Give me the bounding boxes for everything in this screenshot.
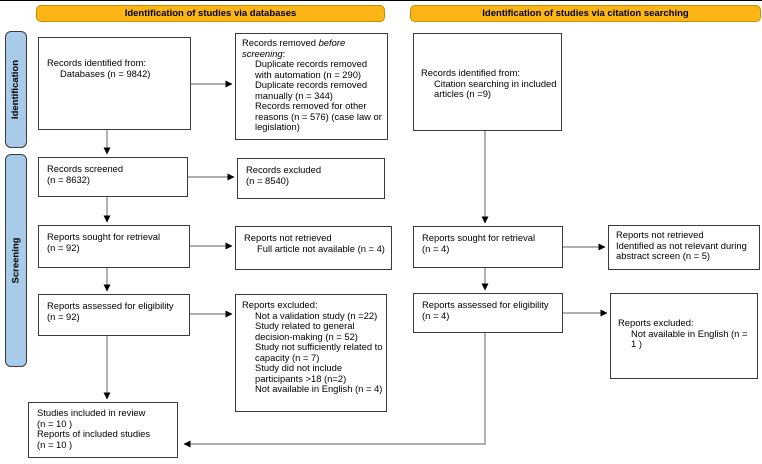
box-line: Reports sought for retrieval [47, 231, 161, 242]
phase-screening-label: Screening [10, 237, 22, 284]
box-studies-included: Studies included in review (n = 10 ) Rep… [28, 402, 178, 458]
box-line: Not available in English (n = 1 ) [631, 327, 748, 350]
box-line: Reports of included studies [37, 428, 151, 440]
box-line: (n = 4) [422, 309, 450, 321]
box-reports-assessed-databases: Reports assessed for eligibility (n = 92… [38, 294, 190, 336]
box-line: Records excluded [246, 164, 322, 175]
box-records-excluded: Records excluded (n = 8540) [237, 158, 385, 199]
box-records-screened: Records screened (n = 8632) [38, 157, 188, 197]
box-line: Identified as not relevant during abstra… [616, 239, 747, 262]
phase-identification-label: Identification [10, 59, 22, 120]
phase-identification: Identification [5, 31, 27, 148]
box-line: Reports excluded: [242, 299, 318, 310]
box-line: (n = 4) [422, 242, 450, 254]
box-line: Records identified from: [421, 67, 521, 78]
box-line: Study not sufficiently related to capaci… [255, 341, 383, 363]
box-line: Duplicate records removed with automatio… [255, 58, 368, 80]
box-line: (n = 8540) [246, 174, 289, 186]
box-reports-sought-citation: Reports sought for retrieval (n = 4) [413, 226, 563, 268]
box-line: Full article not available (n = 4) [257, 242, 385, 254]
box-reports-not-retrieved-databases: Reports not retrieved Full article not a… [235, 226, 392, 270]
phase-screening: Screening [5, 154, 27, 367]
header-citation-searching: Identification of studies via citation s… [410, 5, 761, 22]
box-line: Study did not include participants >18 (… [255, 362, 347, 384]
box-line: Study related to general decision-making… [255, 320, 358, 342]
box-line: Databases (n = 9842) [60, 67, 151, 79]
box-reports-not-retrieved-citation: Reports not retrieved Identified as not … [608, 225, 760, 270]
box-line: Duplicate records removed manually (n = … [255, 79, 368, 101]
box-line: Records removed before [242, 37, 346, 48]
box-reports-assessed-citation: Reports assessed for eligibility (n = 4) [413, 293, 563, 333]
header-databases: Identification of studies via databases [36, 5, 385, 22]
box-line: (n = 8632) [47, 173, 90, 185]
box-records-identified-citation: Records identified from: Citation search… [413, 33, 562, 131]
box-line: (n = 92) [47, 241, 80, 253]
box-line: Citation searching in included articles … [434, 77, 557, 100]
box-line: Reports assessed for eligibility [47, 300, 174, 311]
box-line: (n = 10 ) [37, 438, 73, 450]
box-line: screening: [242, 47, 286, 59]
box-line: Reports not retrieved [244, 232, 332, 243]
box-records-removed: Records removed before screening: Duplic… [235, 33, 388, 140]
header-databases-label: Identification of studies via databases [124, 8, 297, 19]
box-line: Studies included in review [37, 407, 146, 418]
box-line: (n = 10 ) [37, 417, 73, 429]
box-line: Records removed for other reasons (n = 5… [255, 100, 382, 133]
box-line: Reports not retrieved [616, 229, 704, 240]
figure-top-rule [0, 0, 762, 1]
box-reports-excluded-citation: Reports excluded: Not available in Engli… [610, 293, 758, 379]
box-line: Not a validation study (n =22) [255, 309, 378, 321]
box-reports-excluded-databases: Reports excluded: Not a validation study… [235, 294, 387, 412]
box-records-identified-databases: Records identified from: Databases (n = … [38, 37, 191, 130]
box-line: Reports excluded: [618, 317, 694, 328]
box-line: Not available in English (n = 4) [255, 383, 383, 395]
box-reports-sought-databases: Reports sought for retrieval (n = 92) [38, 225, 190, 268]
header-citation-searching-label: Identification of studies via citation s… [482, 8, 689, 19]
box-line: (n = 92) [47, 310, 80, 322]
box-line: Reports assessed for eligibility [422, 299, 549, 310]
box-line: Records screened [47, 163, 124, 174]
box-line: Reports sought for retrieval [422, 232, 536, 243]
box-line: Records identified from: [47, 57, 147, 68]
